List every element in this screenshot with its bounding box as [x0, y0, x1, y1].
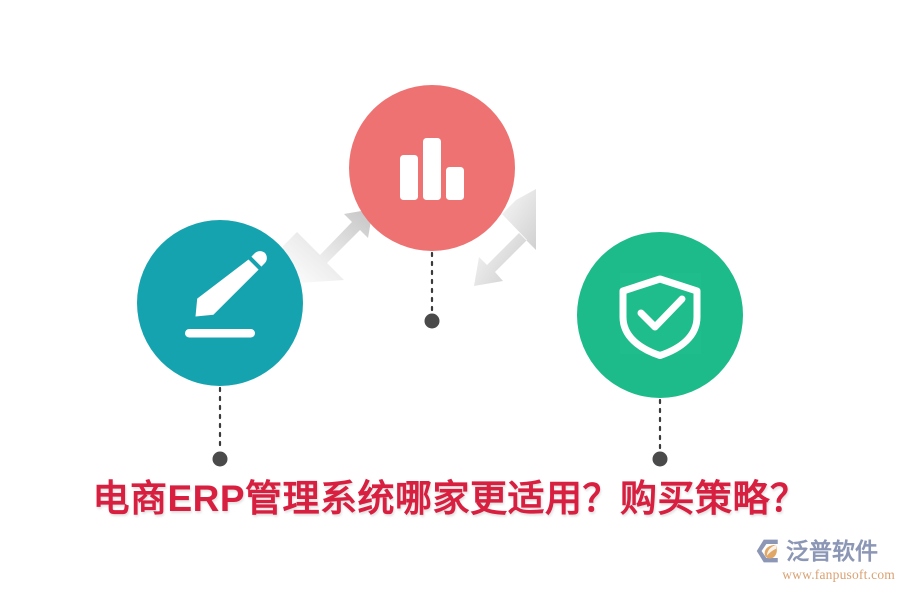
brand-url: www.fanpusoft.com [782, 567, 895, 582]
node-shield[interactable] [577, 232, 743, 398]
node-chart[interactable] [349, 85, 515, 251]
brand-watermark: 泛普软件 www.fanpusoft.com [755, 534, 895, 592]
connector-edit [212, 386, 228, 467]
brand-name: 泛普软件 [786, 538, 878, 564]
pencil-edit-icon [185, 251, 267, 338]
arrow-down-right-icon [474, 189, 536, 286]
arrow-up-right-icon [283, 209, 373, 284]
connector-chart [424, 251, 440, 329]
shield-check-icon [619, 275, 701, 359]
connector-shield [652, 398, 668, 467]
node-edit[interactable] [137, 220, 303, 386]
bar-chart-icon [400, 138, 464, 200]
fanpu-logo-mark [756, 539, 778, 563]
page-title: 电商ERP管理系统哪家更适用？购买策略？ [92, 478, 808, 519]
